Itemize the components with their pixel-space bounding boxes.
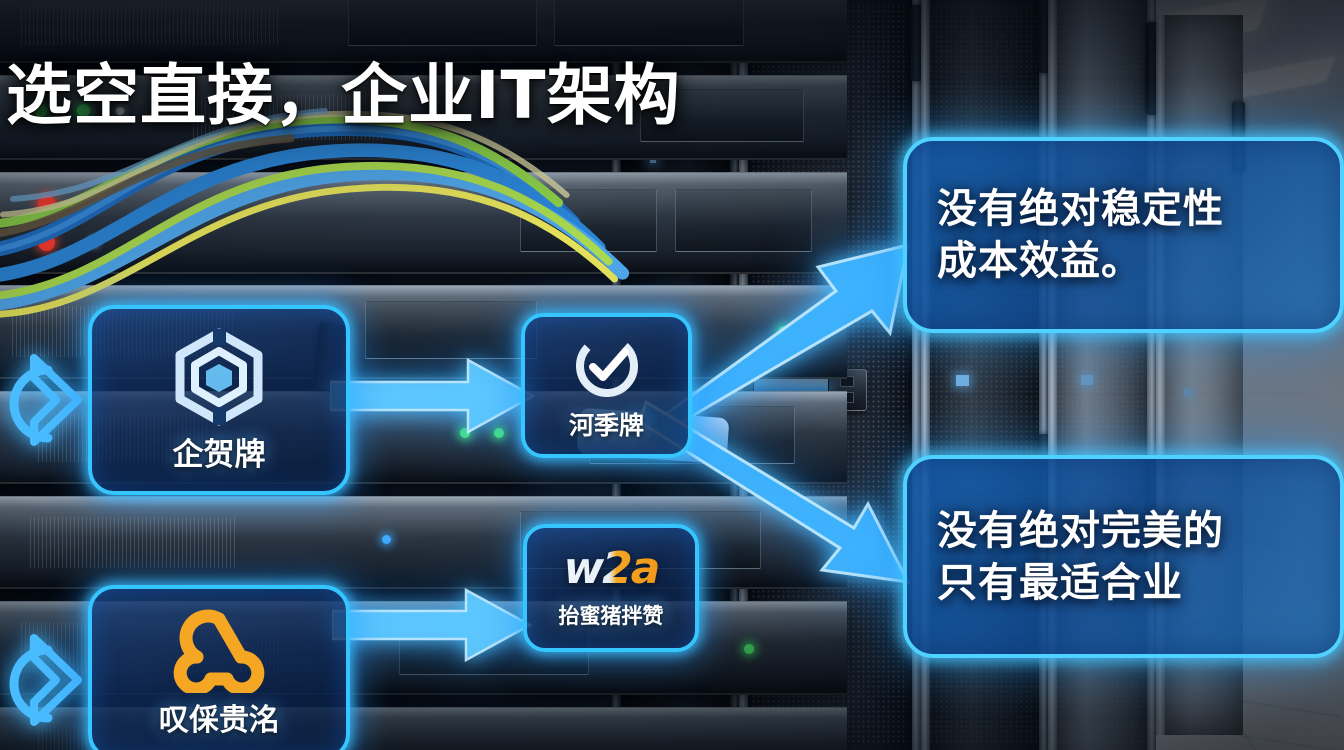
w2a-wordmark-icon: w2a [563,542,661,594]
hexagon-cube-icon [175,328,263,425]
arrow-center-to-message-top [644,242,910,430]
node-label-center-bottom: 抬蜜猪拌赞 [558,603,664,628]
node-label-top-left: 企贺牌 [172,436,266,473]
refresh-icon-bottom [9,634,82,726]
check-circle-icon [575,334,638,397]
page-title: 选空直接，企业IT架构 [6,57,681,134]
node-card-center[interactable]: 河季牌 [521,313,692,458]
node-card-center-bottom[interactable]: w2a 抬蜜猪拌赞 [523,524,699,652]
orange-triangle-loop-icon [173,609,265,693]
message-bottom-line-1: 没有绝对完美的 [937,507,1224,554]
message-top-line-1: 没有绝对稳定性 [937,186,1224,232]
arrow-left-top-to-center [330,357,535,435]
node-card-top-left[interactable]: 企贺牌 [88,305,350,495]
node-card-bottom-left[interactable]: 叹倸贵洺 [88,585,350,750]
arrow-left-bottom-to-center [332,587,532,663]
message-bottom-line-2: 只有最适合业 [937,559,1183,606]
refresh-icon-top [9,354,82,446]
node-label-bottom-left: 叹倸贵洺 [159,702,279,738]
message-top-line-2: 成本效益。 [937,238,1142,284]
message-box-top[interactable]: 没有绝对稳定性 成本效益。 [903,137,1344,333]
node-label-center: 河季牌 [568,410,644,440]
message-box-bottom[interactable]: 没有绝对完美的 只有最适合业 [903,455,1344,658]
